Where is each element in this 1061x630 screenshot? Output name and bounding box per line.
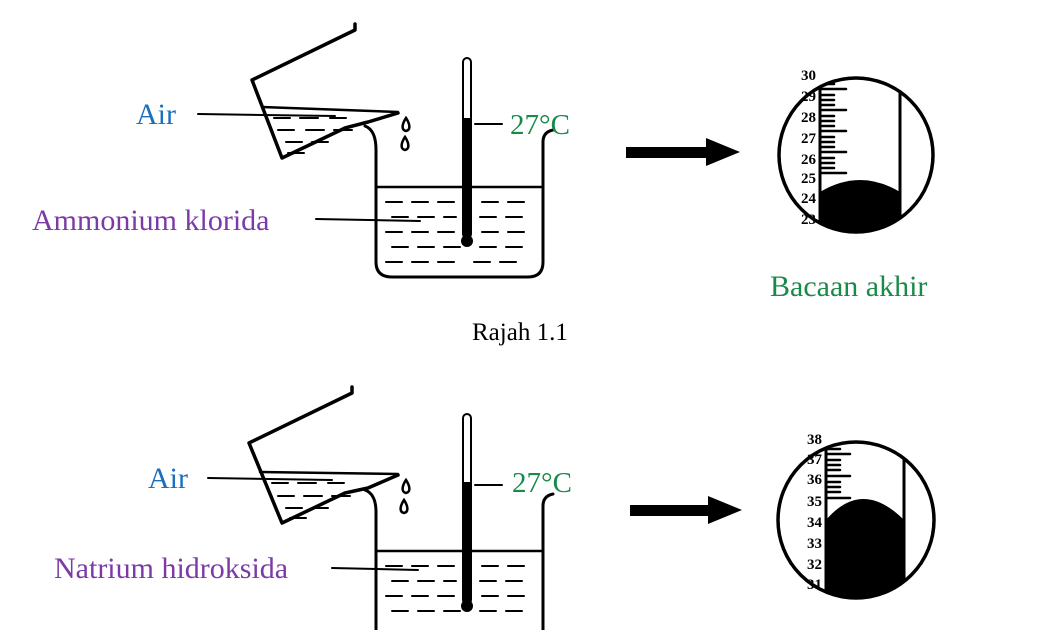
solute-label: Ammonium klorida bbox=[32, 204, 269, 237]
liquid-column bbox=[826, 499, 904, 598]
water-label: Air bbox=[148, 462, 188, 495]
scale-tick-label: 38 bbox=[807, 432, 822, 448]
figure-2: Air Natrium hidroksida 27°C bbox=[54, 385, 936, 630]
scale-tick-label: 32 bbox=[807, 557, 822, 573]
magnified-scale-view: 30 29 28 27 26 25 24 23 bbox=[777, 68, 935, 234]
scale-tick-label: 30 bbox=[801, 68, 816, 84]
thermometer-icon bbox=[461, 57, 473, 247]
water-label: Air bbox=[136, 98, 176, 131]
scale-tick-label: 36 bbox=[807, 472, 823, 488]
temperature-label: 27°C bbox=[512, 467, 572, 499]
pouring-beaker-icon bbox=[250, 22, 400, 160]
scale-tick-label: 23 bbox=[801, 212, 816, 228]
water-drop-icon bbox=[399, 477, 411, 515]
scale-tick-label: 35 bbox=[807, 494, 822, 510]
main-beaker-icon bbox=[363, 488, 555, 630]
scale-tick-label: 31 bbox=[807, 577, 822, 593]
solute-label: Natrium hidroksida bbox=[54, 552, 288, 585]
arrow-right-icon bbox=[630, 496, 742, 524]
scale-tick-label: 27 bbox=[801, 131, 817, 147]
temperature-label: 27°C bbox=[510, 109, 570, 141]
water-drop-icon bbox=[400, 115, 411, 152]
scale-tick-label: 29 bbox=[801, 89, 816, 105]
arrow-right-icon bbox=[626, 138, 740, 166]
scale-tick-label: 28 bbox=[801, 110, 816, 126]
main-beaker-icon bbox=[363, 124, 555, 279]
solute-leader-line bbox=[331, 567, 419, 571]
thermometer-icon bbox=[461, 413, 473, 612]
scale-tick-label: 37 bbox=[807, 452, 823, 468]
final-reading-label: Bacaan akhir bbox=[770, 270, 927, 303]
scale-tick-label: 33 bbox=[807, 536, 822, 552]
liquid-column bbox=[820, 180, 900, 232]
pouring-beaker-icon bbox=[247, 385, 400, 525]
figure-1: Air Ammonium klorida 27°C bbox=[32, 22, 935, 346]
figure-caption: Rajah 1.1 bbox=[472, 319, 568, 346]
water-leader-line bbox=[207, 477, 333, 481]
scale-tick-label: 26 bbox=[801, 152, 817, 168]
water-leader-line bbox=[197, 113, 336, 117]
scale-tick-label: 24 bbox=[801, 191, 817, 207]
scale-tick-label: 25 bbox=[801, 171, 816, 187]
solute-leader-line bbox=[315, 218, 421, 222]
scale-tick-label: 34 bbox=[807, 515, 823, 531]
magnified-scale-view: 38 37 36 35 34 33 32 31 bbox=[776, 432, 936, 600]
